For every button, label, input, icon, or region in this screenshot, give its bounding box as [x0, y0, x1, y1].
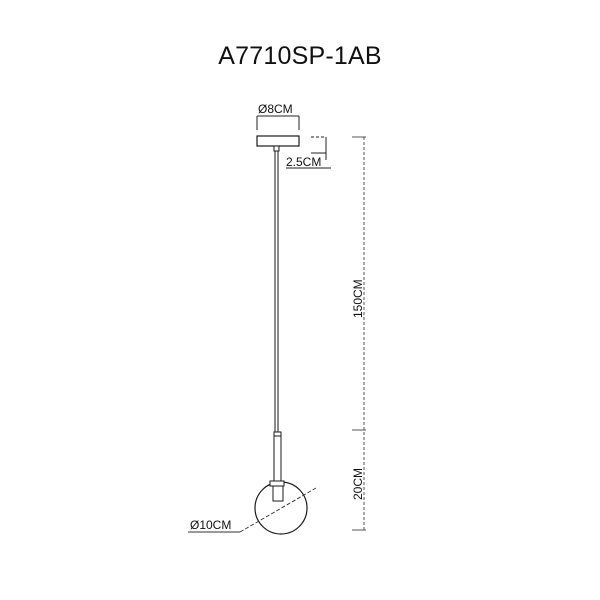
canopy-stem: [273, 145, 280, 152]
globe-diameter-leader: [239, 487, 317, 533]
lamp-height-label: 20CM: [351, 468, 365, 500]
canopy-diameter-dimension: [256, 115, 300, 130]
cable-length-label: 150CM: [351, 279, 365, 318]
canopy-height-dimension: [286, 136, 331, 169]
lamp-tube: [273, 431, 282, 483]
canopy: [256, 135, 300, 147]
socket: [272, 485, 284, 502]
globe-diameter-label: Ø10CM: [190, 518, 231, 532]
product-title: A7710SP-1AB: [218, 42, 382, 70]
vertical-dimension-line: [352, 136, 366, 531]
canopy-height-label: 2.5CM: [286, 155, 321, 169]
cable: [274, 151, 279, 432]
canopy-diameter-label: Ø8CM: [258, 102, 293, 116]
socket-collar: [269, 480, 285, 487]
